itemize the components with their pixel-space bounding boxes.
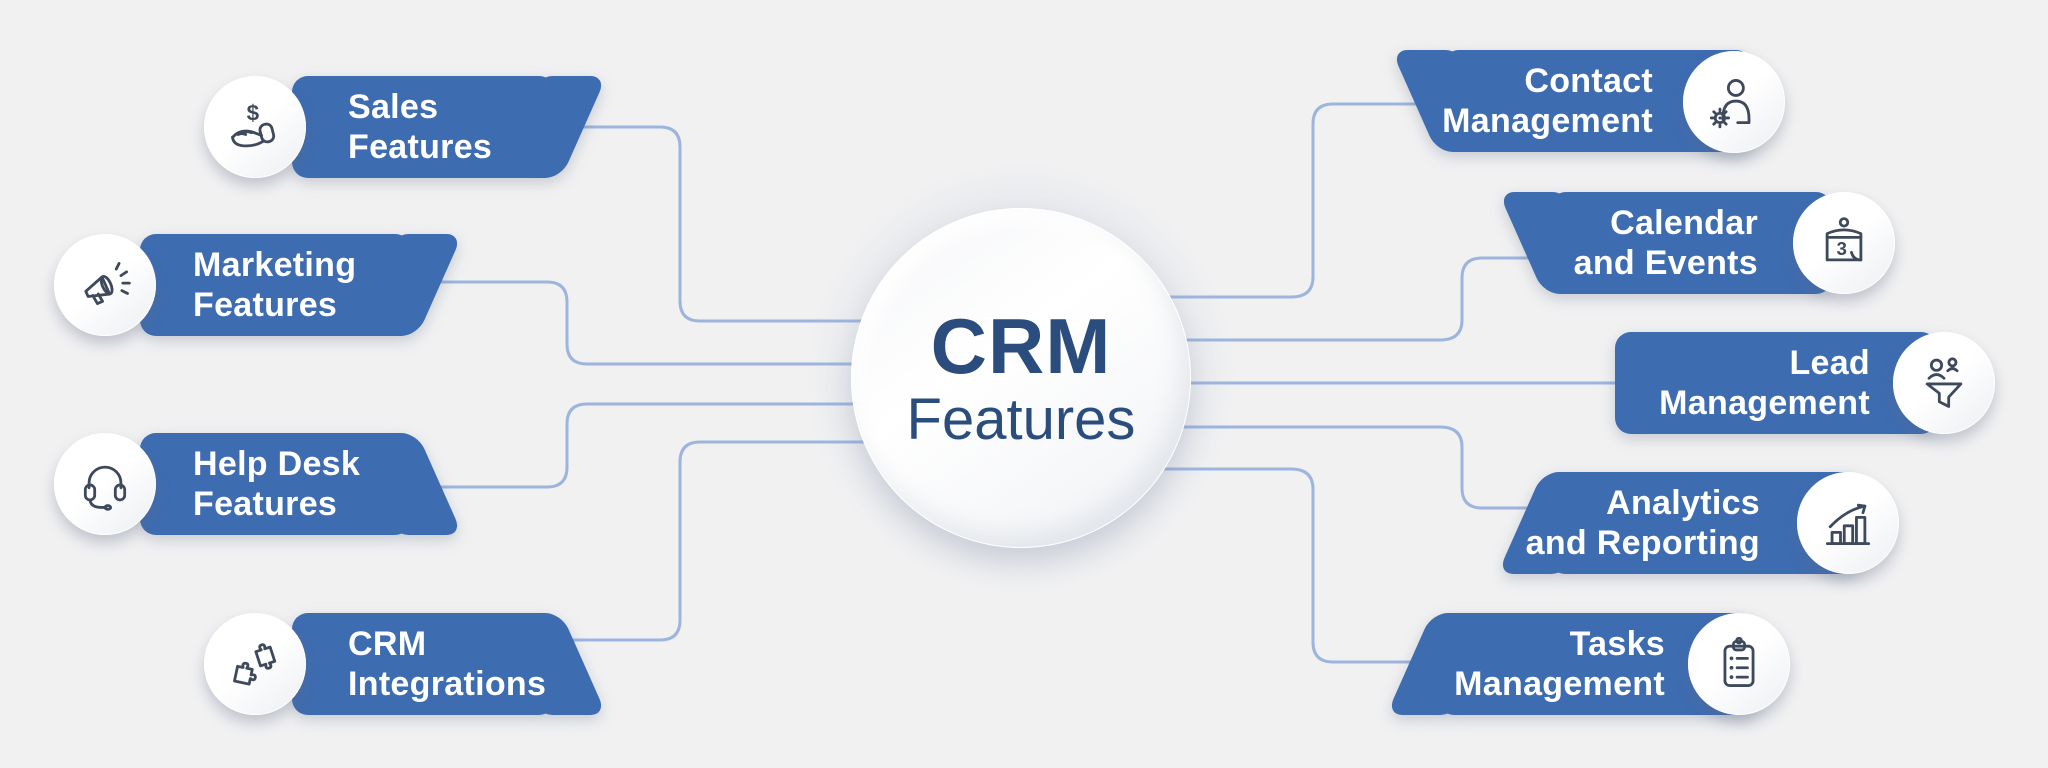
connector-contact — [1019, 102, 1426, 299]
lead-badge — [1893, 332, 1995, 434]
node-label: Analytics and Reporting — [1525, 484, 1760, 562]
connector-analytics — [1019, 425, 1534, 510]
node-sales-features: Sales Features — [292, 76, 607, 178]
clipboard-icon — [1723, 636, 1755, 687]
connector-sales — [576, 125, 1023, 323]
connector-marketing — [432, 280, 1023, 366]
headset-icon — [83, 465, 127, 511]
bar-chart-icon — [1825, 503, 1871, 546]
money-hand-icon: $ — [231, 100, 276, 148]
connector-calendar — [1019, 256, 1534, 342]
node-label: Sales Features — [348, 88, 493, 166]
people-funnel-icon — [1925, 357, 1963, 408]
node-label: Tasks Management — [1454, 625, 1665, 703]
node-label: Marketing Features — [193, 246, 357, 324]
marketing-badge — [54, 234, 156, 336]
tasks-badge — [1688, 613, 1790, 715]
banner-body — [1615, 332, 1937, 434]
svg-text:3: 3 — [1837, 238, 1847, 259]
node-crm-integrations: CRM Integrations — [292, 613, 607, 715]
center-title: CRM — [930, 302, 1112, 390]
sales-badge: $ — [204, 76, 306, 178]
node-calendar-and-events: Calendar and Events — [1498, 192, 1832, 294]
node-lead-management: Lead Management — [1615, 332, 1937, 434]
helpdesk-badge — [54, 433, 156, 535]
analytics-badge — [1797, 472, 1899, 574]
node-label: CRM Integrations — [348, 625, 547, 703]
svg-text:$: $ — [247, 100, 260, 125]
calendar-badge: 3 — [1793, 192, 1895, 294]
node-marketing-features: Marketing Features — [140, 234, 463, 336]
center-circle: CRM Features — [851, 208, 1191, 548]
connector-integrations — [570, 440, 1023, 642]
node-label: Help Desk Features — [193, 445, 361, 523]
node-label: Calendar and Events — [1573, 204, 1758, 282]
puzzle-pieces-icon — [233, 643, 277, 686]
megaphone-icon — [84, 262, 131, 306]
flip-calendar-icon: 3 — [1825, 217, 1863, 262]
node-label: Contact Management — [1442, 62, 1653, 140]
integrations-badge — [204, 613, 306, 715]
center-subtitle: Features — [906, 387, 1136, 452]
contact-badge — [1683, 51, 1785, 153]
connector-helpdesk — [432, 402, 1023, 489]
node-help-desk-features: Help Desk Features — [140, 433, 463, 535]
node-label: Lead Management — [1659, 344, 1870, 422]
connector-tasks — [1019, 467, 1422, 664]
person-gear-icon — [1709, 79, 1751, 129]
